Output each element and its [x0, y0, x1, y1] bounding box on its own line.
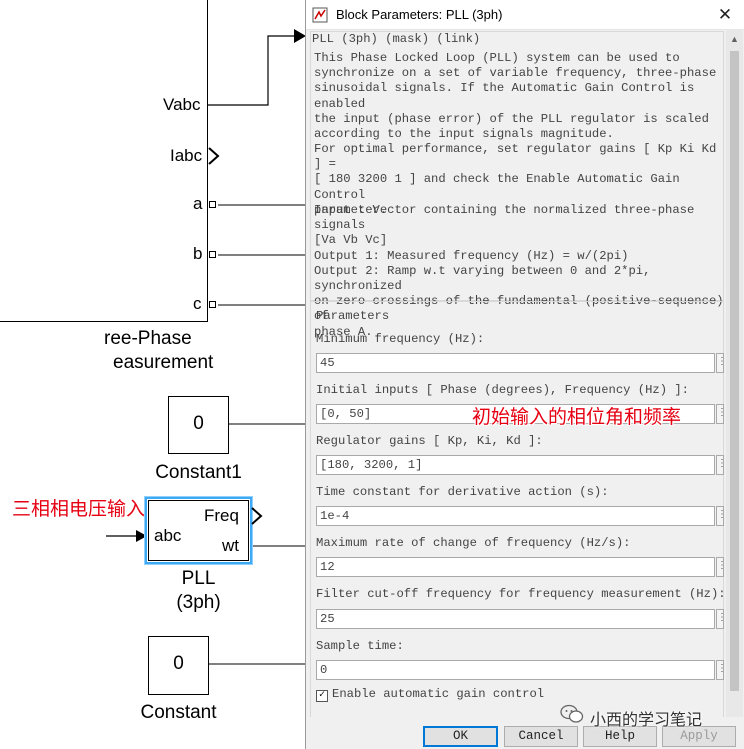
constant-label: Constant	[140, 702, 217, 723]
regulator-gains-input[interactable]: [180, 3200, 1]	[316, 455, 715, 475]
voltage-input-annotation: 三相相电压输入	[12, 498, 146, 520]
regulator-gains-label: Regulator gains [ Kp, Ki, Kd ]:	[316, 434, 543, 448]
pll-abc-port-label: abc	[154, 526, 182, 545]
sample-time-input[interactable]: 0	[316, 660, 715, 680]
vabc-port-label: Vabc	[163, 95, 201, 114]
max-rate-label: Maximum rate of change of frequency (Hz/…	[316, 536, 631, 550]
dialog-titlebar[interactable]: Block Parameters: PLL (3ph) ✕	[306, 0, 744, 30]
max-rate-options-button[interactable]: ⋮	[716, 557, 724, 577]
description-header: PLL (3ph) (mask) (link)	[312, 32, 481, 46]
b-port-label: b	[193, 244, 203, 263]
help-button[interactable]: Help	[583, 726, 657, 747]
initial-inputs-input[interactable]: [0, 50]	[316, 404, 715, 424]
pll-block[interactable]	[145, 497, 252, 564]
initial-inputs-label: Initial inputs [ Phase (degrees), Freque…	[316, 383, 689, 397]
c-output-port[interactable]	[209, 301, 216, 308]
sample-time-options-button[interactable]: ⋮	[716, 660, 724, 680]
measurement-block-label-line1: ree-Phase	[104, 328, 192, 349]
dialog-button-row: OK Cancel Help Apply	[306, 719, 743, 749]
max-rate-input[interactable]: 12	[316, 557, 715, 577]
dialog-title: Block Parameters: PLL (3ph)	[336, 7, 503, 22]
simulink-block-icon	[312, 7, 328, 22]
dialog-content: PLL (3ph) (mask) (link) This Phase Locke…	[306, 29, 726, 717]
pll-block-label-line2: (3ph)	[176, 592, 221, 613]
ok-button[interactable]: OK	[423, 726, 498, 747]
min-frequency-input[interactable]: 45	[316, 353, 715, 373]
close-icon[interactable]: ✕	[717, 4, 733, 24]
a-port-label: a	[193, 194, 203, 213]
block-parameters-dialog: Block Parameters: PLL (3ph) ✕ PLL (3ph) …	[305, 0, 744, 749]
pll-block-label-line1: PLL	[181, 568, 216, 589]
vertical-scroll-thumb[interactable]	[730, 51, 739, 691]
freq-output-arrow-icon	[251, 507, 263, 525]
regulator-gains-options-button[interactable]: ⋮	[716, 455, 724, 475]
c-port-label: c	[193, 294, 202, 313]
pll-freq-port-label: Freq	[204, 506, 239, 525]
description-group	[310, 31, 724, 301]
description-paragraph-1: This Phase Locked Loop (PLL) system can …	[314, 51, 717, 142]
constant-block[interactable]	[148, 636, 209, 695]
time-constant-options-button[interactable]: ⋮	[716, 506, 724, 526]
constant1-block[interactable]	[168, 396, 229, 454]
vertical-scrollbar[interactable]: ▲	[726, 29, 743, 717]
iabc-output-arrow-icon	[208, 147, 220, 165]
sample-time-label: Sample time:	[316, 639, 404, 653]
filter-cutoff-input[interactable]: 25	[316, 609, 715, 629]
time-constant-label: Time constant for derivative action (s):	[316, 485, 609, 499]
initial-inputs-annotation: 初始输入的相位角和频率	[472, 406, 682, 428]
pll-block-body	[148, 500, 249, 561]
agc-checkbox[interactable]: ✓	[316, 690, 328, 702]
wechat-icon	[560, 704, 584, 723]
apply-button[interactable]: Apply	[662, 726, 736, 747]
description-paragraph-2: For optimal performance, set regulator g…	[314, 142, 717, 217]
time-constant-input[interactable]: 1e-4	[316, 506, 715, 526]
constant1-value: 0	[193, 413, 204, 434]
three-phase-measurement-block[interactable]	[0, 0, 208, 322]
cancel-button[interactable]: Cancel	[504, 726, 578, 747]
b-output-port[interactable]	[209, 251, 216, 258]
watermark-text: 小西的学习笔记	[590, 710, 703, 729]
measurement-block-label-line2: easurement	[113, 352, 214, 373]
min-frequency-options-button[interactable]: ⋮	[716, 353, 724, 373]
parameters-header: Parameters	[316, 309, 390, 323]
pll-wt-port-label: wt	[222, 536, 239, 555]
a-output-port[interactable]	[209, 201, 216, 208]
initial-inputs-options-button[interactable]: ⋮	[716, 404, 724, 424]
iabc-port-label: Iabc	[170, 146, 203, 165]
min-frequency-label: Minimum frequency (Hz):	[316, 332, 485, 346]
filter-cutoff-options-button[interactable]: ⋮	[716, 609, 724, 629]
constant-value: 0	[173, 653, 184, 674]
constant1-label: Constant1	[155, 462, 242, 483]
scroll-up-icon[interactable]: ▲	[730, 34, 739, 44]
agc-checkbox-label: Enable automatic gain control	[332, 687, 545, 701]
filter-cutoff-label: Filter cut-off frequency for frequency m…	[316, 587, 726, 601]
